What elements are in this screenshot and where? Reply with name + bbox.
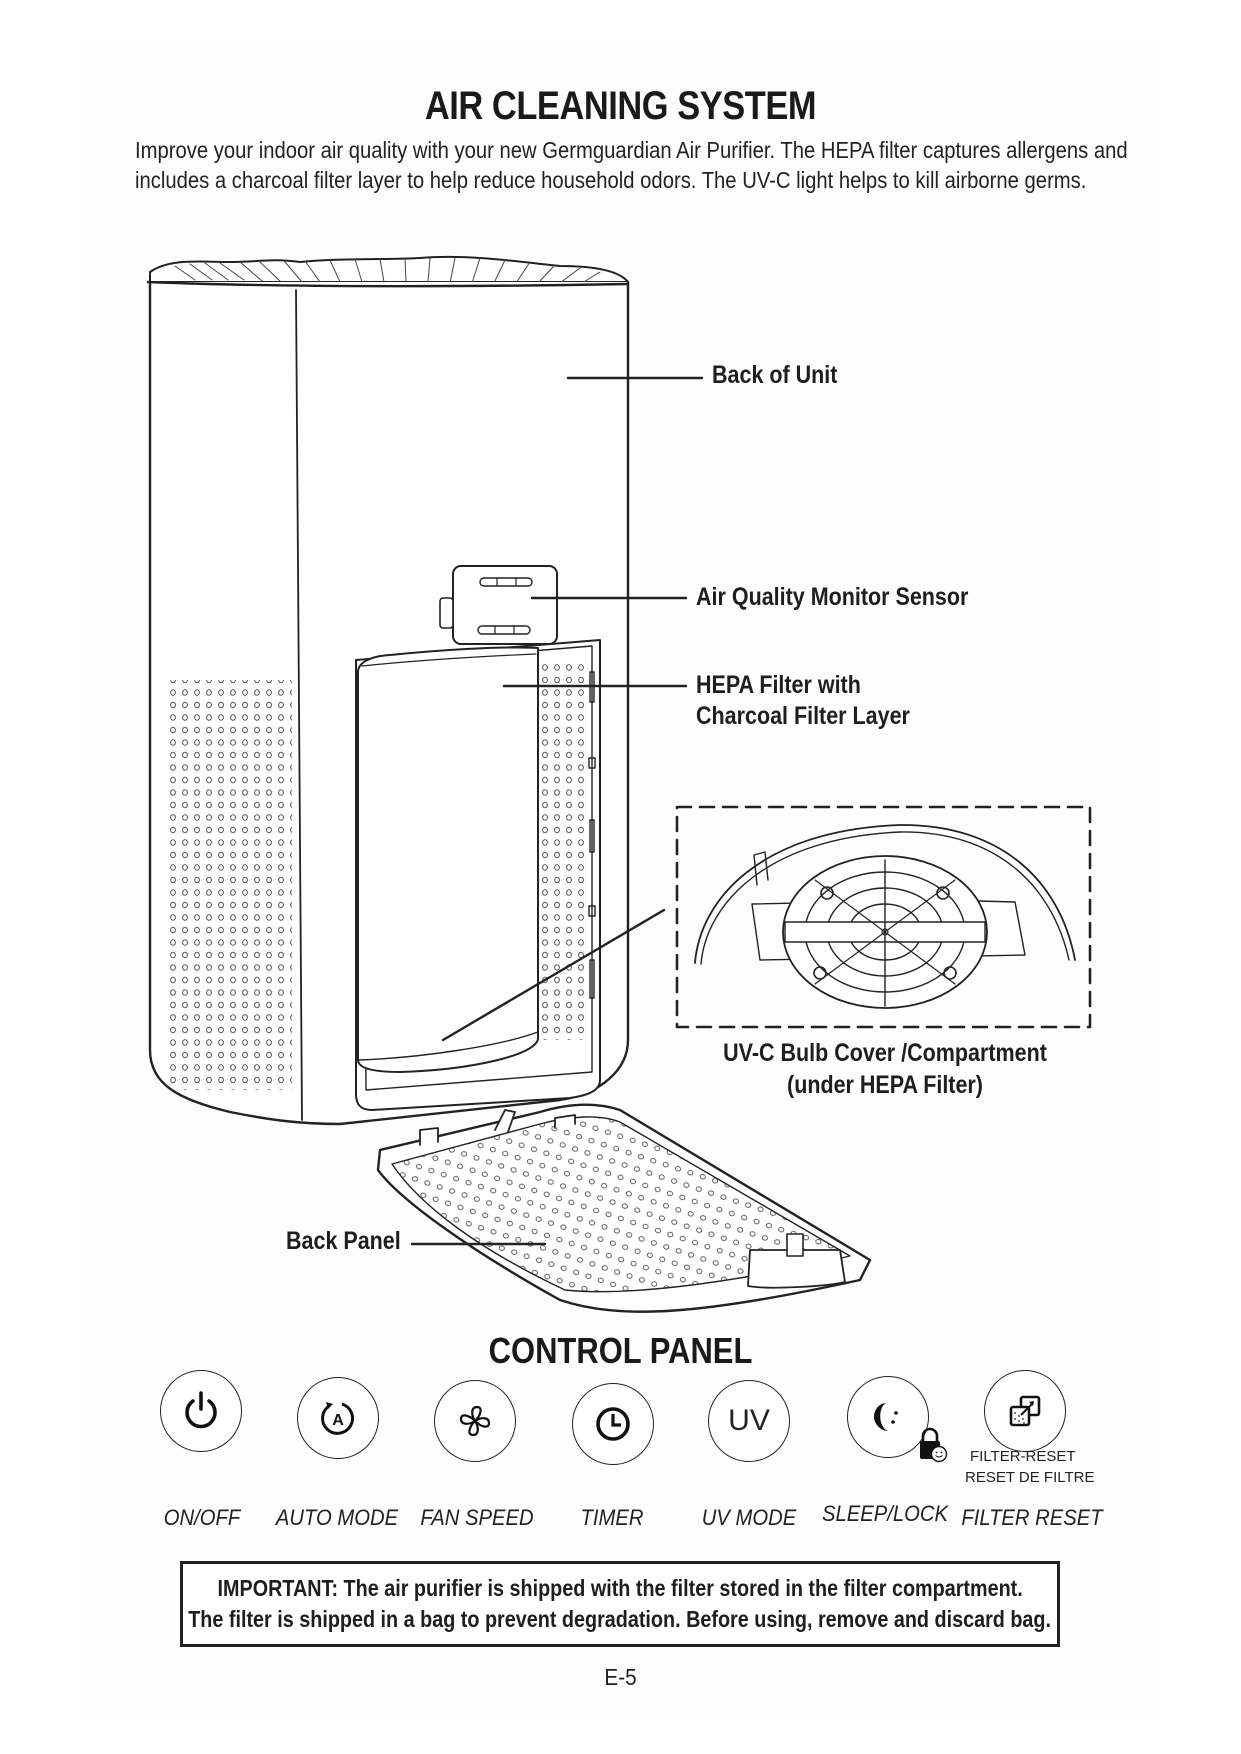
filter-reset-icon (1009, 1395, 1041, 1427)
clock-icon (596, 1407, 630, 1441)
top-grille (149, 255, 629, 284)
air-quality-sensor (439, 565, 558, 645)
timer-button[interactable] (572, 1383, 654, 1465)
important-notice: IMPORTANT: The air purifier is shipped w… (180, 1561, 1060, 1647)
label-filter-reset: FILTER RESET (961, 1505, 1103, 1530)
fan-speed-button[interactable] (434, 1380, 516, 1462)
uv-mode-button[interactable]: UV (708, 1380, 790, 1462)
callout-hepa-filter-line2: Charcoal Filter Layer (696, 702, 910, 730)
page-number: E-5 (604, 1664, 637, 1690)
auto-mode-icon: A (321, 1402, 355, 1435)
air-purifier-diagram (146, 255, 1092, 1313)
fan-icon (459, 1405, 491, 1437)
callout-hepa-filter-line1: HEPA Filter with (696, 671, 861, 699)
callout-uvc-line2: (under HEPA Filter) (787, 1071, 983, 1099)
intro-paragraph: Improve your indoor air quality with you… (135, 137, 1128, 193)
control-panel-title: CONTROL PANEL (488, 1330, 753, 1371)
uvc-compartment-inset (675, 805, 1092, 1029)
on-off-button[interactable] (160, 1370, 242, 1452)
label-fan-speed: FAN SPEED (420, 1505, 534, 1530)
label-sleep-lock: SLEEP/LOCK (821, 1501, 948, 1526)
notice-line-2: The filter is shipped in a bag to preven… (188, 1606, 1052, 1632)
power-icon (185, 1391, 217, 1429)
page-title: AIR CLEANING SYSTEM (424, 84, 817, 128)
lock-smiley-icon (920, 1427, 948, 1463)
leader-lines (410, 376, 704, 1246)
callout-back-panel: Back Panel (286, 1227, 401, 1255)
label-timer: TIMER (580, 1505, 644, 1530)
sleep-lock-button[interactable] (847, 1376, 929, 1458)
moon-icon (874, 1403, 898, 1431)
label-auto-mode: AUTO MODE (275, 1505, 399, 1530)
back-panel (376, 1103, 872, 1313)
filter-reset-caption-fr: RESET DE FILTRE (965, 1469, 1095, 1486)
side-vent (168, 680, 292, 1090)
filter-reset-caption-en: FILTER-RESET (970, 1448, 1076, 1465)
auto-mode-button[interactable]: A (297, 1377, 379, 1459)
uv-icon: UV (728, 1404, 770, 1437)
hepa-filter (357, 646, 539, 1073)
filter-reset-button[interactable] (984, 1370, 1066, 1452)
label-on-off: ON/OFF (163, 1505, 241, 1530)
svg-text:A: A (332, 1412, 344, 1429)
callout-uvc-line1: UV-C Bulb Cover /Compartment (723, 1039, 1047, 1067)
callout-air-quality-sensor: Air Quality Monitor Sensor (696, 583, 969, 611)
callout-back-of-unit: Back of Unit (712, 361, 838, 389)
label-uv-mode: UV MODE (701, 1505, 797, 1530)
notice-line-1: IMPORTANT: The air purifier is shipped w… (217, 1575, 1023, 1601)
